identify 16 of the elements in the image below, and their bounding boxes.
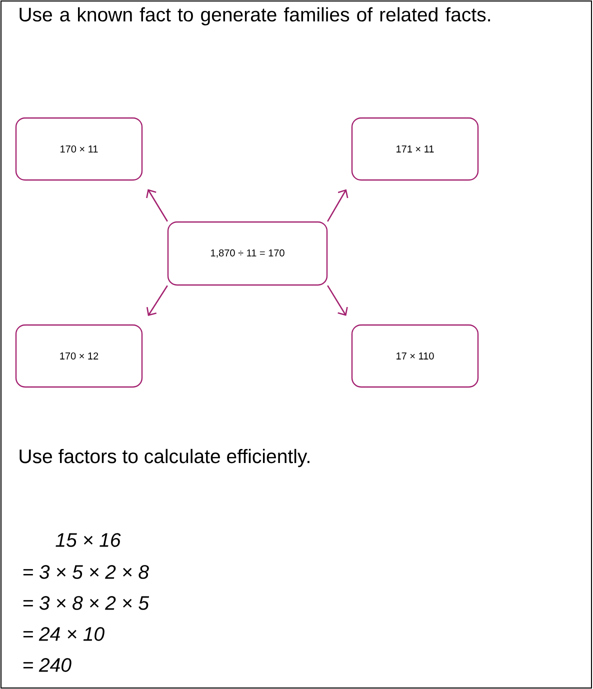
fact-box: 170 × 11: [15, 117, 143, 181]
equation-line: = 240: [23, 658, 72, 672]
heading: Use a known fact to generate families of related facts.: [20, 7, 490, 26]
heading-text: Use factors to calculate efficiently.: [20, 448, 310, 468]
fact-box: 17 × 110: [351, 324, 479, 388]
fact-box: 1,870 ÷ 11 = 170: [167, 221, 328, 286]
arrow: [327, 189, 348, 222]
equation-line: = 24 × 10: [23, 627, 104, 641]
arrow: [327, 285, 348, 316]
equation-line: 15 × 16: [56, 533, 121, 547]
equation-line: = 3 × 5 × 2 × 8: [23, 565, 149, 579]
arrow: [146, 285, 168, 316]
arrow: [146, 189, 168, 222]
fact-box: 170 × 12: [15, 324, 143, 388]
equation-line: = 3 × 8 × 2 × 5: [23, 596, 150, 610]
fact-box: 171 × 11: [351, 117, 479, 181]
